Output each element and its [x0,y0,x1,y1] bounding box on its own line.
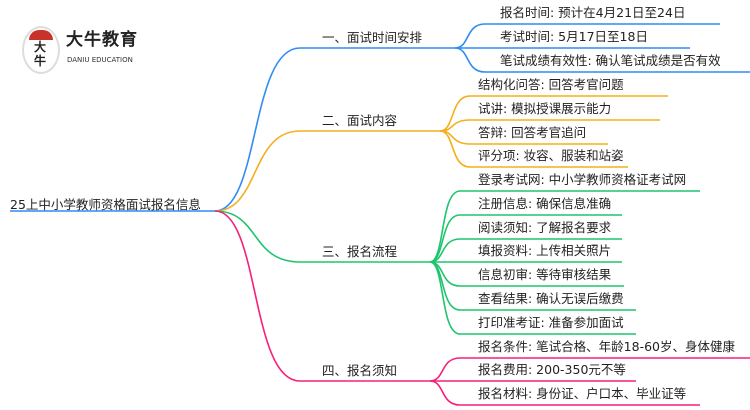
branch-node: 二、面试内容 [322,113,398,128]
leaf-node: 试讲: 模拟授课展示能力 [478,101,612,116]
branch-connector [214,210,430,263]
leaf-connector [454,47,750,73]
branch-node: 一、面试时间安排 [322,30,423,45]
leaf-node: 登录考试网: 中小学教师资格证考试网 [478,172,687,187]
leaf-connector [454,23,720,49]
branch-connector [214,130,440,212]
leaf-node: 注册信息: 确保信息准确 [478,196,612,211]
leaf-connector [429,380,700,406]
leaf-node: 报名时间: 预计在4月21日至24日 [500,5,686,20]
logo-en: DANIU EDUCATION [67,56,133,64]
leaf-node: 评分项: 妆容、服装和站姿 [478,148,624,163]
leaf-connector [429,214,622,263]
leaf-node: 考试时间: 5月17日至18日 [500,29,648,44]
logo-name: 大牛教育 [66,30,138,50]
leaf-node: 填报资料: 上传相关照片 [478,243,612,258]
leaf-node: 笔试成绩有效性: 确认笔试成绩是否有效 [500,53,721,68]
leaf-connector [429,357,750,382]
leaf-connector [429,190,700,263]
root-node: 25上中小学教师资格面试报名信息 [10,197,201,212]
leaf-node: 报名条件: 笔试合格、年龄18-60岁、身体健康 [478,339,736,354]
leaf-connector [439,130,628,168]
leaf-node: 阅读须知: 了解报名要求 [478,220,612,235]
leaf-node: 打印准考证: 准备参加面试 [478,315,624,330]
branch-connector [214,210,430,382]
leaf-connector [429,238,622,263]
branch-node: 四、报名须知 [322,363,398,378]
logo: 大牛 大牛教育 DANIU EDUCATION [22,26,152,76]
leaf-node: 答辩: 回答考官追问 [478,125,587,140]
leaf-node: 报名费用: 200-350元不等 [478,362,626,377]
leaf-node: 报名材料: 身份证、户口本、毕业证等 [478,386,687,401]
leaf-node: 查看结果: 确认无误后缴费 [478,291,624,306]
leaf-connector [429,261,636,335]
leaf-node: 信息初审: 等待审核结果 [478,267,612,282]
branch-node: 三、报名流程 [322,244,398,259]
leaf-node: 结构化问答: 回答考官问题 [478,77,624,92]
branch-connector [214,47,455,212]
logo-badge-icon: 大牛 [22,26,60,74]
